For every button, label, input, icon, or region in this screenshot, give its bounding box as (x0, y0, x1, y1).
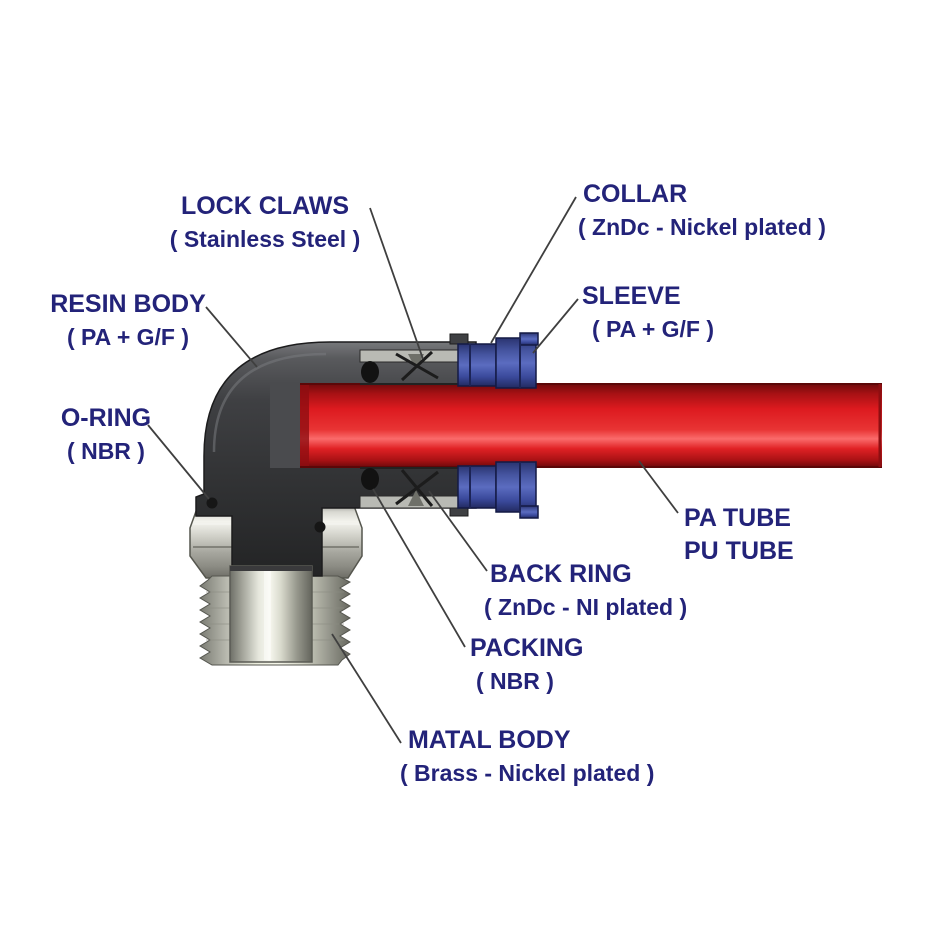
label-o-ring-subtitle: ( NBR ) (67, 438, 145, 464)
label-resin-body-subtitle: ( PA + G/F ) (66, 324, 190, 350)
label-tube-line1: PA TUBE (684, 504, 791, 532)
label-back-ring: BACK RING ( ZnDc - NI plated ) (484, 558, 687, 624)
metal-body-bore-shape (229, 565, 313, 663)
packing-shape (361, 361, 379, 490)
label-lock-claws: LOCK CLAWS ( Stainless Steel ) (148, 190, 382, 256)
lock-claws-shape (359, 349, 463, 509)
label-collar: COLLAR ( ZnDc - Nickel plated ) (578, 178, 826, 244)
label-sleeve-title: SLEEVE (582, 282, 681, 310)
label-tube-line2: PU TUBE (684, 537, 794, 565)
label-packing-title: PACKING (470, 634, 584, 662)
label-resin-body-title: RESIN BODY (50, 290, 206, 318)
label-back-ring-title: BACK RING (490, 560, 632, 588)
label-sleeve: SLEEVE ( PA + G/F ) (582, 280, 714, 346)
leader-back-ring (428, 490, 488, 572)
label-packing-subtitle: ( NBR ) (476, 668, 554, 694)
label-resin-body: RESIN BODY ( PA + G/F ) (38, 288, 218, 354)
leader-sleeve (532, 298, 579, 354)
label-collar-subtitle: ( ZnDc - Nickel plated ) (578, 214, 826, 240)
label-lock-claws-title: LOCK CLAWS (180, 192, 350, 220)
leader-lock-claws (369, 207, 424, 360)
label-packing: PACKING ( NBR ) (470, 632, 583, 698)
label-tube: PA TUBE PU TUBE (684, 502, 794, 568)
leader-packing (372, 488, 466, 648)
leader-lines (147, 196, 679, 744)
leader-o-ring (147, 424, 210, 500)
label-metal-body: MATAL BODY ( Brass - Nickel plated ) (400, 724, 654, 790)
sleeve-shape (495, 332, 539, 519)
tube-shape (300, 383, 882, 468)
leader-collar (490, 196, 577, 344)
o-ring-shape (206, 497, 326, 533)
leader-resin-body (205, 306, 258, 368)
label-o-ring-title: O-RING (60, 404, 152, 432)
leader-tube (638, 460, 679, 514)
leader-metal-body (331, 633, 402, 744)
label-o-ring: O-RING ( NBR ) (48, 402, 164, 468)
label-metal-body-title: MATAL BODY (408, 726, 571, 754)
label-lock-claws-subtitle: ( Stainless Steel ) (169, 226, 361, 252)
label-back-ring-subtitle: ( ZnDc - NI plated ) (484, 594, 688, 620)
label-collar-title: COLLAR (583, 180, 688, 208)
label-sleeve-subtitle: ( PA + G/F ) (592, 316, 715, 342)
label-metal-body-subtitle: ( Brass - Nickel plated ) (400, 760, 655, 786)
